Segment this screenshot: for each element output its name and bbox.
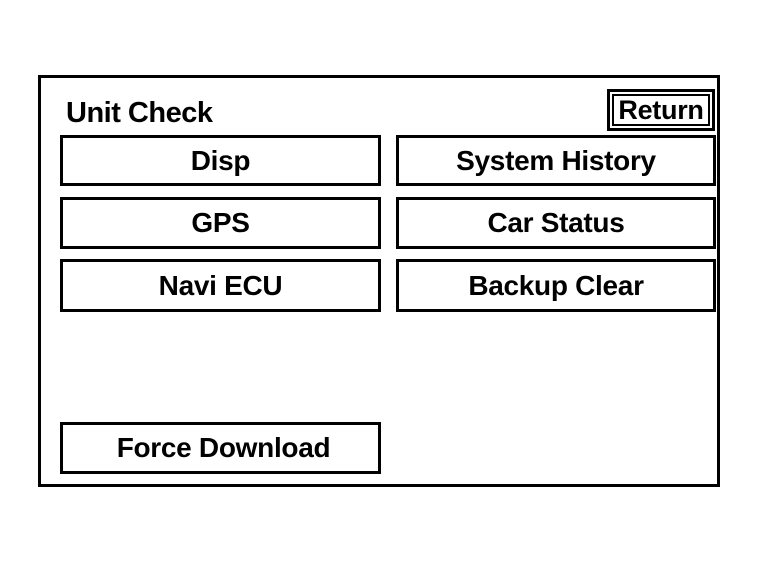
gps-button[interactable]: GPS <box>60 197 381 249</box>
car-status-button[interactable]: Car Status <box>396 197 716 249</box>
force-download-label: Force Download <box>116 432 331 463</box>
disp-button[interactable]: Disp <box>60 135 381 186</box>
page-title: Unit Check <box>66 97 213 129</box>
backup-clear-button[interactable]: Backup Clear <box>396 259 716 312</box>
system-history-button[interactable]: System History <box>396 135 716 186</box>
navi-ecu-button[interactable]: Navi ECU <box>60 259 381 312</box>
force-download-button[interactable]: Force Download <box>60 422 381 474</box>
return-button[interactable]: Return <box>607 89 715 131</box>
